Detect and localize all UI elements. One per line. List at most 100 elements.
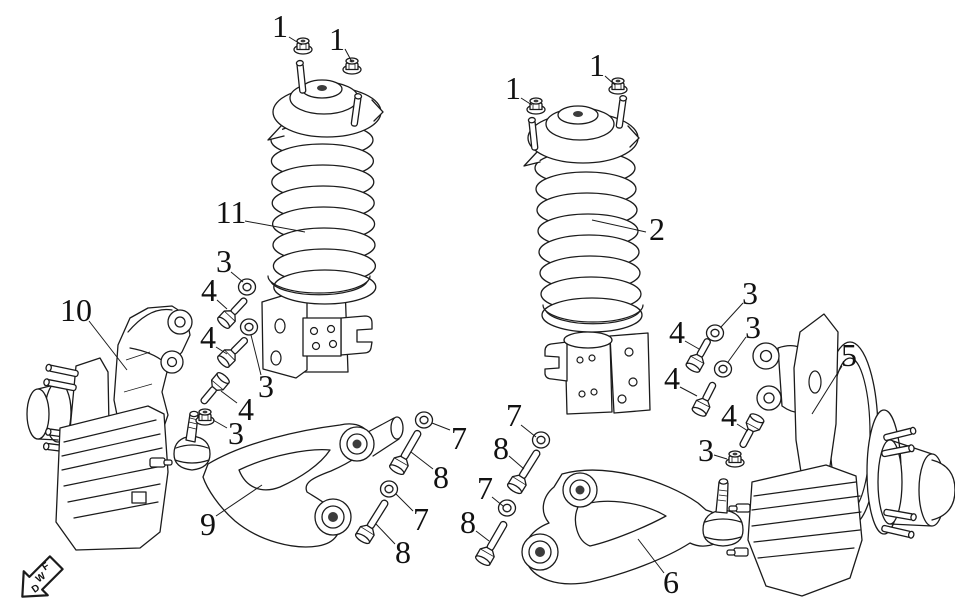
right-arm-ball-joint xyxy=(702,478,744,547)
callout-leader-1-3 xyxy=(604,75,616,86)
callout-leader-3-23 xyxy=(727,336,747,363)
callout-label-7-14: 7 xyxy=(451,420,467,456)
left-strut-assembly xyxy=(261,37,384,379)
bolt-8 xyxy=(505,445,546,496)
washer-7 xyxy=(531,431,551,449)
strut-mount-nut-1 xyxy=(293,37,313,55)
strut-mount-nut-1 xyxy=(342,57,362,75)
callout-leader-8-21 xyxy=(475,530,490,542)
bolt-4 xyxy=(734,411,766,452)
callout-leader-8-15 xyxy=(410,451,434,470)
callout-label-4-26: 4 xyxy=(721,397,737,433)
callout-leader-2-5 xyxy=(591,219,647,233)
washer-3 xyxy=(239,318,259,336)
left-brake-caliper xyxy=(55,405,173,551)
right-strut-lower-bracket xyxy=(544,331,651,415)
left-coil-spring xyxy=(267,122,377,305)
callout-label-2-5: 2 xyxy=(649,211,665,247)
wheel-stud xyxy=(880,524,916,540)
callout-leader-9-13 xyxy=(215,484,263,517)
washer-7 xyxy=(379,480,399,498)
strut-mount-nut-1 xyxy=(526,97,546,115)
callout-leader-3-9 xyxy=(250,334,262,376)
callout-leader-6-29 xyxy=(637,538,665,574)
callout-label-6-29: 6 xyxy=(663,564,679,600)
callout-leader-4-24 xyxy=(684,340,700,350)
callout-leader-4-7 xyxy=(216,299,228,310)
right-coil-spring xyxy=(534,150,644,333)
callout-label-1-2: 1 xyxy=(505,70,521,106)
washer-3 xyxy=(705,324,725,342)
washer-7 xyxy=(497,499,517,517)
fwd-direction-marker: F W D xyxy=(21,555,64,598)
callout-leader-3-11 xyxy=(212,419,228,429)
callout-label-3-22: 3 xyxy=(742,275,758,311)
callout-label-4-8: 4 xyxy=(200,319,216,355)
left-arm-ball-joint xyxy=(173,410,211,471)
callout-leader-5-28 xyxy=(811,365,843,415)
callout-leader-8-17 xyxy=(375,523,396,545)
callout-label-3-11: 3 xyxy=(228,415,244,451)
callout-label-8-21: 8 xyxy=(460,504,476,540)
callout-leader-7-18 xyxy=(520,424,537,438)
callout-leader-1-1 xyxy=(344,48,353,63)
left-knuckle-assembly xyxy=(26,305,193,551)
right-strut-assembly xyxy=(523,77,651,415)
wheel-stud xyxy=(44,363,80,378)
washer-3 xyxy=(237,278,257,296)
callout-label-3-23: 3 xyxy=(745,309,761,345)
callout-label-3-9: 3 xyxy=(258,368,274,404)
right-brake-caliper xyxy=(726,464,863,597)
callout-label-4-24: 4 xyxy=(669,314,685,350)
bolt-4 xyxy=(195,370,232,409)
callout-label-8-19: 8 xyxy=(493,430,509,466)
callout-label-4-10: 4 xyxy=(238,391,254,427)
left-strut-top-mount xyxy=(267,59,384,141)
callout-leader-3-22 xyxy=(720,302,744,328)
callout-label-7-16: 7 xyxy=(413,501,429,537)
callout-leader-7-16 xyxy=(395,493,414,512)
washer-3 xyxy=(713,360,733,378)
left-control-arm xyxy=(173,410,404,548)
bolt-8 xyxy=(353,495,394,546)
callout-label-1-1: 1 xyxy=(329,21,345,57)
callout-label-7-18: 7 xyxy=(506,397,522,433)
callout-leader-1-2 xyxy=(520,97,533,106)
fwd-letter-f: F xyxy=(40,561,51,574)
callout-leader-1-0 xyxy=(288,36,303,46)
callout-label-4-25: 4 xyxy=(664,360,680,396)
bolt-4 xyxy=(684,334,716,375)
callout-leader-4-10 xyxy=(220,390,238,404)
callout-leader-10-12 xyxy=(88,320,128,371)
callout-label-5-28: 5 xyxy=(841,337,857,373)
fwd-arrow-icon xyxy=(21,555,64,598)
callout-label-9-13: 9 xyxy=(200,506,216,542)
callout-leader-7-14 xyxy=(431,422,451,431)
strut-mount-nut-1 xyxy=(608,77,628,95)
callout-label-8-15: 8 xyxy=(433,459,449,495)
bolt-4 xyxy=(690,378,722,419)
callout-label-1-0: 1 xyxy=(272,8,288,44)
callout-label-1-3: 1 xyxy=(589,47,605,83)
callout-label-3-27: 3 xyxy=(698,432,714,468)
callout-label-4-7: 4 xyxy=(201,272,217,308)
right-strut-top-mount xyxy=(523,94,640,167)
callout-leader-3-27 xyxy=(713,454,728,460)
ball-joint-nut-3 xyxy=(195,408,215,426)
callout-label-11-4: 11 xyxy=(216,194,247,230)
right-knuckle-assembly xyxy=(726,313,955,597)
callout-leader-4-8 xyxy=(215,346,228,355)
callout-leader-8-19 xyxy=(508,455,525,470)
right-control-arm xyxy=(521,469,744,585)
bolt-8 xyxy=(473,517,513,568)
callout-label-8-17: 8 xyxy=(395,534,411,570)
callout-label-10-12: 10 xyxy=(60,292,92,328)
callout-label-7-20: 7 xyxy=(477,470,493,506)
bolt-4 xyxy=(215,332,253,370)
callout-leader-7-20 xyxy=(491,496,504,507)
callout-leader-3-6 xyxy=(230,271,244,283)
ball-joint-nut-3 xyxy=(725,450,745,468)
